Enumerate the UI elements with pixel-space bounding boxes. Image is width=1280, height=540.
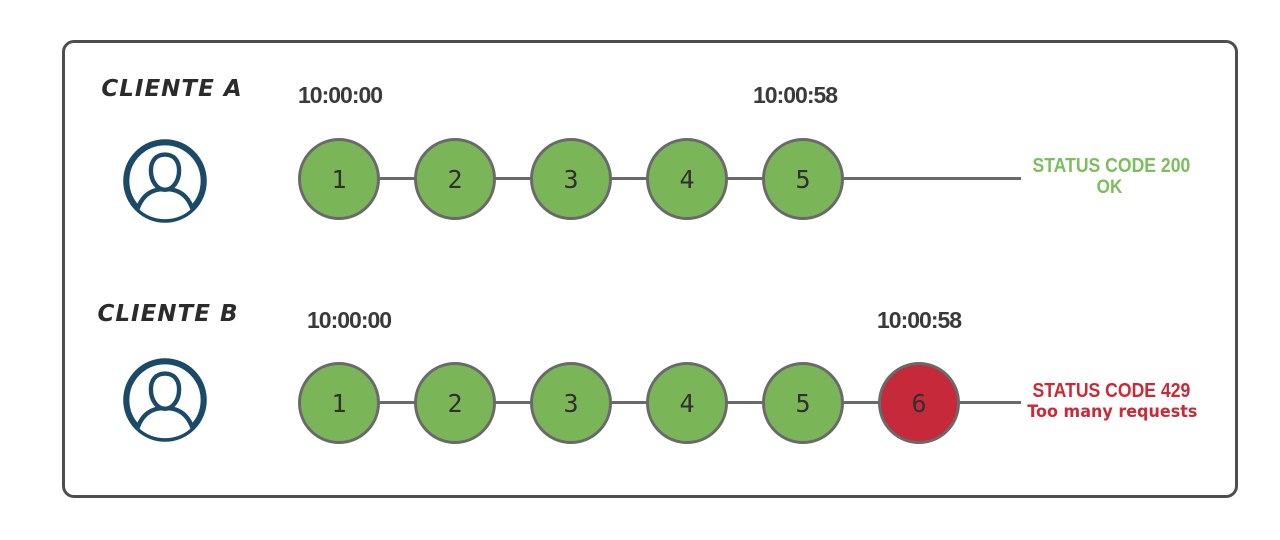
timestamp-start-a: 10:00:00 <box>298 82 383 108</box>
timestamp-end-b: 10:00:58 <box>877 307 962 333</box>
client-b-label: CLIENTE B <box>97 301 239 327</box>
user-avatar-icon <box>123 139 207 223</box>
request-circle-a3: 3 <box>530 138 612 220</box>
timestamp-start-b: 10:00:00 <box>307 307 392 333</box>
request-circle-b2: 2 <box>414 362 496 444</box>
request-circle-a1: 1 <box>298 138 380 220</box>
request-circle-b6-blocked: 6 <box>878 362 960 444</box>
request-circle-b1: 1 <box>298 362 380 444</box>
request-circle-a4: 4 <box>646 138 728 220</box>
request-circle-b3: 3 <box>530 362 612 444</box>
request-circle-b4: 4 <box>646 362 728 444</box>
status-code-b: STATUS CODE 429 <box>1032 380 1191 402</box>
status-detail-a: OK <box>1096 177 1123 198</box>
client-a-label: CLIENTE A <box>101 76 243 102</box>
request-circle-a2: 2 <box>414 138 496 220</box>
status-detail-b: Too many requests <box>1027 402 1198 422</box>
status-b: STATUS CODE 429 Too many requests <box>1022 381 1197 423</box>
request-circle-b5: 5 <box>762 362 844 444</box>
timestamp-end-a: 10:00:58 <box>753 82 838 108</box>
status-code-a: STATUS CODE 200 <box>1032 155 1191 177</box>
request-circle-a5: 5 <box>762 138 844 220</box>
user-avatar-icon <box>123 358 207 442</box>
status-a: STATUS CODE 200 OK <box>1022 155 1197 199</box>
diagram-frame <box>62 40 1238 498</box>
